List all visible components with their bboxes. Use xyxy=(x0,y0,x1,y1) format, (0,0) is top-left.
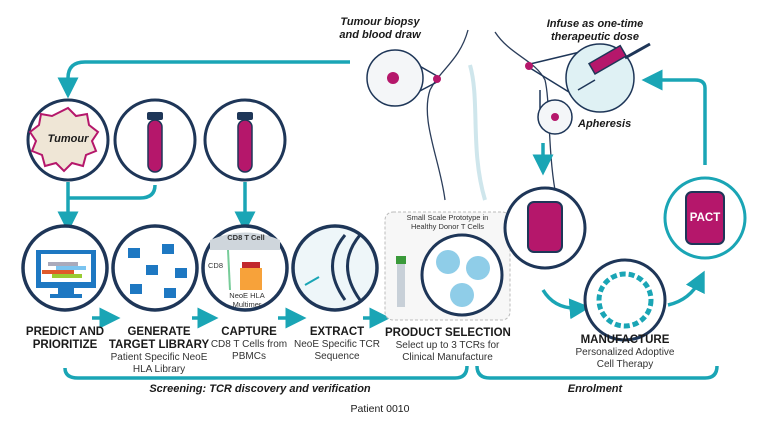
monitor-icon xyxy=(36,250,96,298)
biopsy-inset xyxy=(366,49,441,107)
infusion-inset xyxy=(525,42,651,113)
pact-label: PACT xyxy=(689,212,721,224)
extract-circle xyxy=(291,224,379,312)
apheresis-label: Apheresis xyxy=(578,118,632,130)
tumour-circle xyxy=(26,98,110,182)
body-silhouette xyxy=(426,29,556,201)
library-circle xyxy=(111,224,199,312)
cd8-cell-label: CD8 T Cell xyxy=(227,233,265,242)
enrolment-phase-label: Enrolment xyxy=(567,383,623,395)
dna-icon xyxy=(331,234,362,301)
apheresis-bag-circle xyxy=(503,186,587,270)
manufacture-circle xyxy=(583,258,667,342)
tumour-label: Tumour xyxy=(47,133,89,145)
capture-circle xyxy=(201,224,289,312)
blood-vial-2 xyxy=(203,98,287,182)
apheresis-inset xyxy=(537,90,573,135)
screening-phase-label: Screening: TCR discovery and verificatio… xyxy=(149,383,371,395)
flow-arrows xyxy=(57,60,719,380)
product-selection-box xyxy=(384,211,511,321)
cd8-label: CD8 xyxy=(208,261,224,270)
pact-bag-circle xyxy=(663,176,747,260)
blood-vial-1 xyxy=(113,98,197,182)
patient-id: Patient 0010 xyxy=(350,403,410,415)
predict-circle xyxy=(21,224,109,312)
syringe-icon xyxy=(577,42,651,91)
